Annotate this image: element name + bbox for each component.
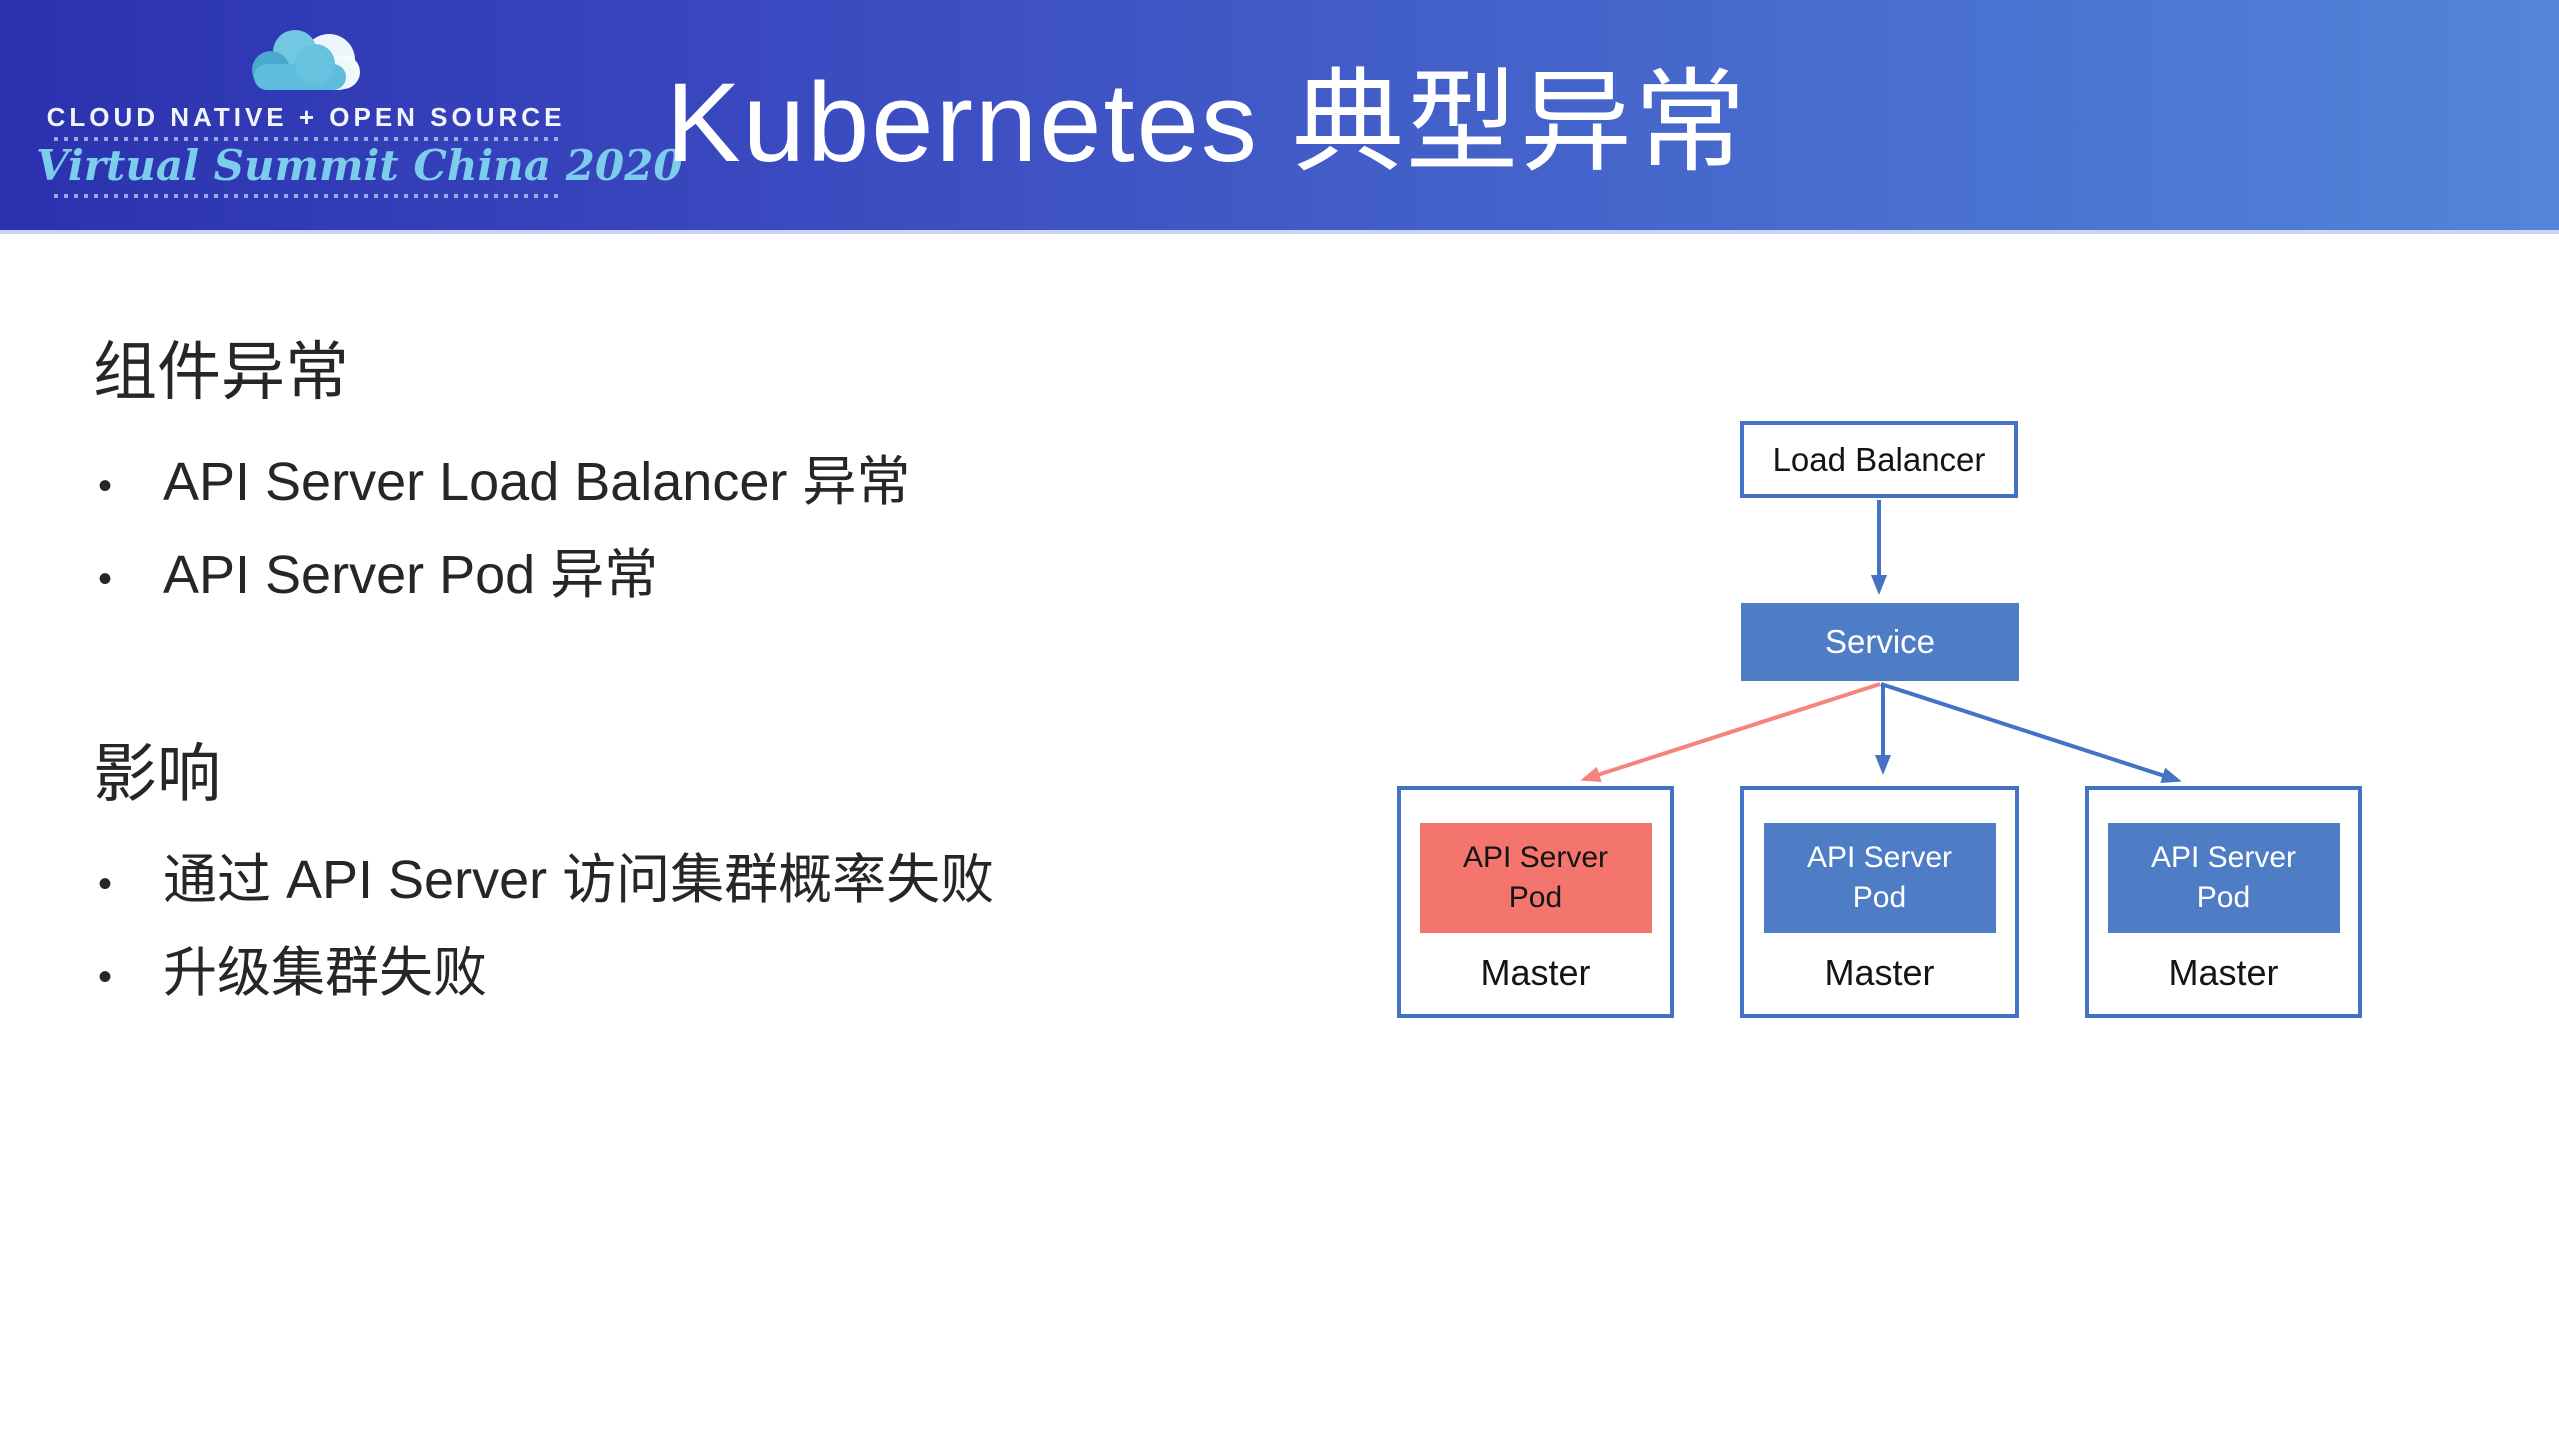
bullet-item: • API Server Load Balancer 异常 [98, 450, 910, 518]
bullet-item: • 升级集群失败 [98, 941, 487, 1009]
master-node-1: API Server Pod Master [1397, 786, 1674, 1018]
bullet-marker: • [98, 861, 113, 906]
master-node-3: API Server Pod Master [2085, 786, 2362, 1018]
logo-divider-top [54, 137, 558, 141]
cloud-icon [252, 30, 360, 90]
section-heading-impact: 影响 [93, 738, 221, 810]
service-label: Service [1824, 623, 1936, 660]
load-balancer-label: Load Balancer [1772, 440, 1986, 478]
summit-logo: CLOUD NATIVE + OPEN SOURCE Virtual Summi… [36, 10, 683, 220]
pod-label: API Server Pod [2150, 841, 2297, 914]
section-heading-component-anomaly: 组件异常 [93, 336, 349, 408]
pod-label: API Server Pod [1806, 841, 1953, 914]
bullet-text: API Server Pod 异常 [163, 545, 659, 605]
bullet-marker: • [98, 954, 113, 999]
bullet-item: • API Server Pod 异常 [98, 543, 658, 611]
logo-event-name: Virtual Summit China 2020 [36, 141, 683, 190]
bullet-marker: • [98, 463, 113, 508]
page-title: Kubernetes 典型异常 [666, 60, 1748, 185]
api-server-pod-box: API Server Pod [2107, 823, 2340, 933]
arrow-service-to-node1-failed [1580, 682, 1881, 783]
master-node-2: API Server Pod Master [1740, 786, 2019, 1018]
bullet-item: • 通过 API Server 访问集群概率失败 [98, 848, 994, 916]
bullet-text: 通过 API Server 访问集群概率失败 [163, 850, 995, 910]
master-label: Master [1824, 952, 1935, 993]
bullet-text: 升级集群失败 [163, 943, 487, 1003]
pod-label: API Server Pod [1462, 841, 1609, 914]
master-label: Master [2168, 952, 2279, 993]
arrow-service-to-node3 [1880, 682, 2182, 783]
logo-divider-bottom [54, 194, 558, 198]
logo-tagline: CLOUD NATIVE + OPEN SOURCE [46, 102, 566, 132]
service-box: Service [1741, 603, 2019, 681]
load-balancer-box: Load Balancer [1740, 421, 2018, 498]
bullet-marker: • [98, 556, 113, 601]
api-server-pod-box: API Server Pod [1763, 823, 1996, 933]
api-server-pod-box-abnormal: API Server Pod [1419, 823, 1652, 933]
bullet-text: API Server Load Balancer 异常 [163, 452, 911, 512]
banner: CLOUD NATIVE + OPEN SOURCE Virtual Summi… [0, 0, 2559, 234]
master-label: Master [1480, 952, 1591, 993]
